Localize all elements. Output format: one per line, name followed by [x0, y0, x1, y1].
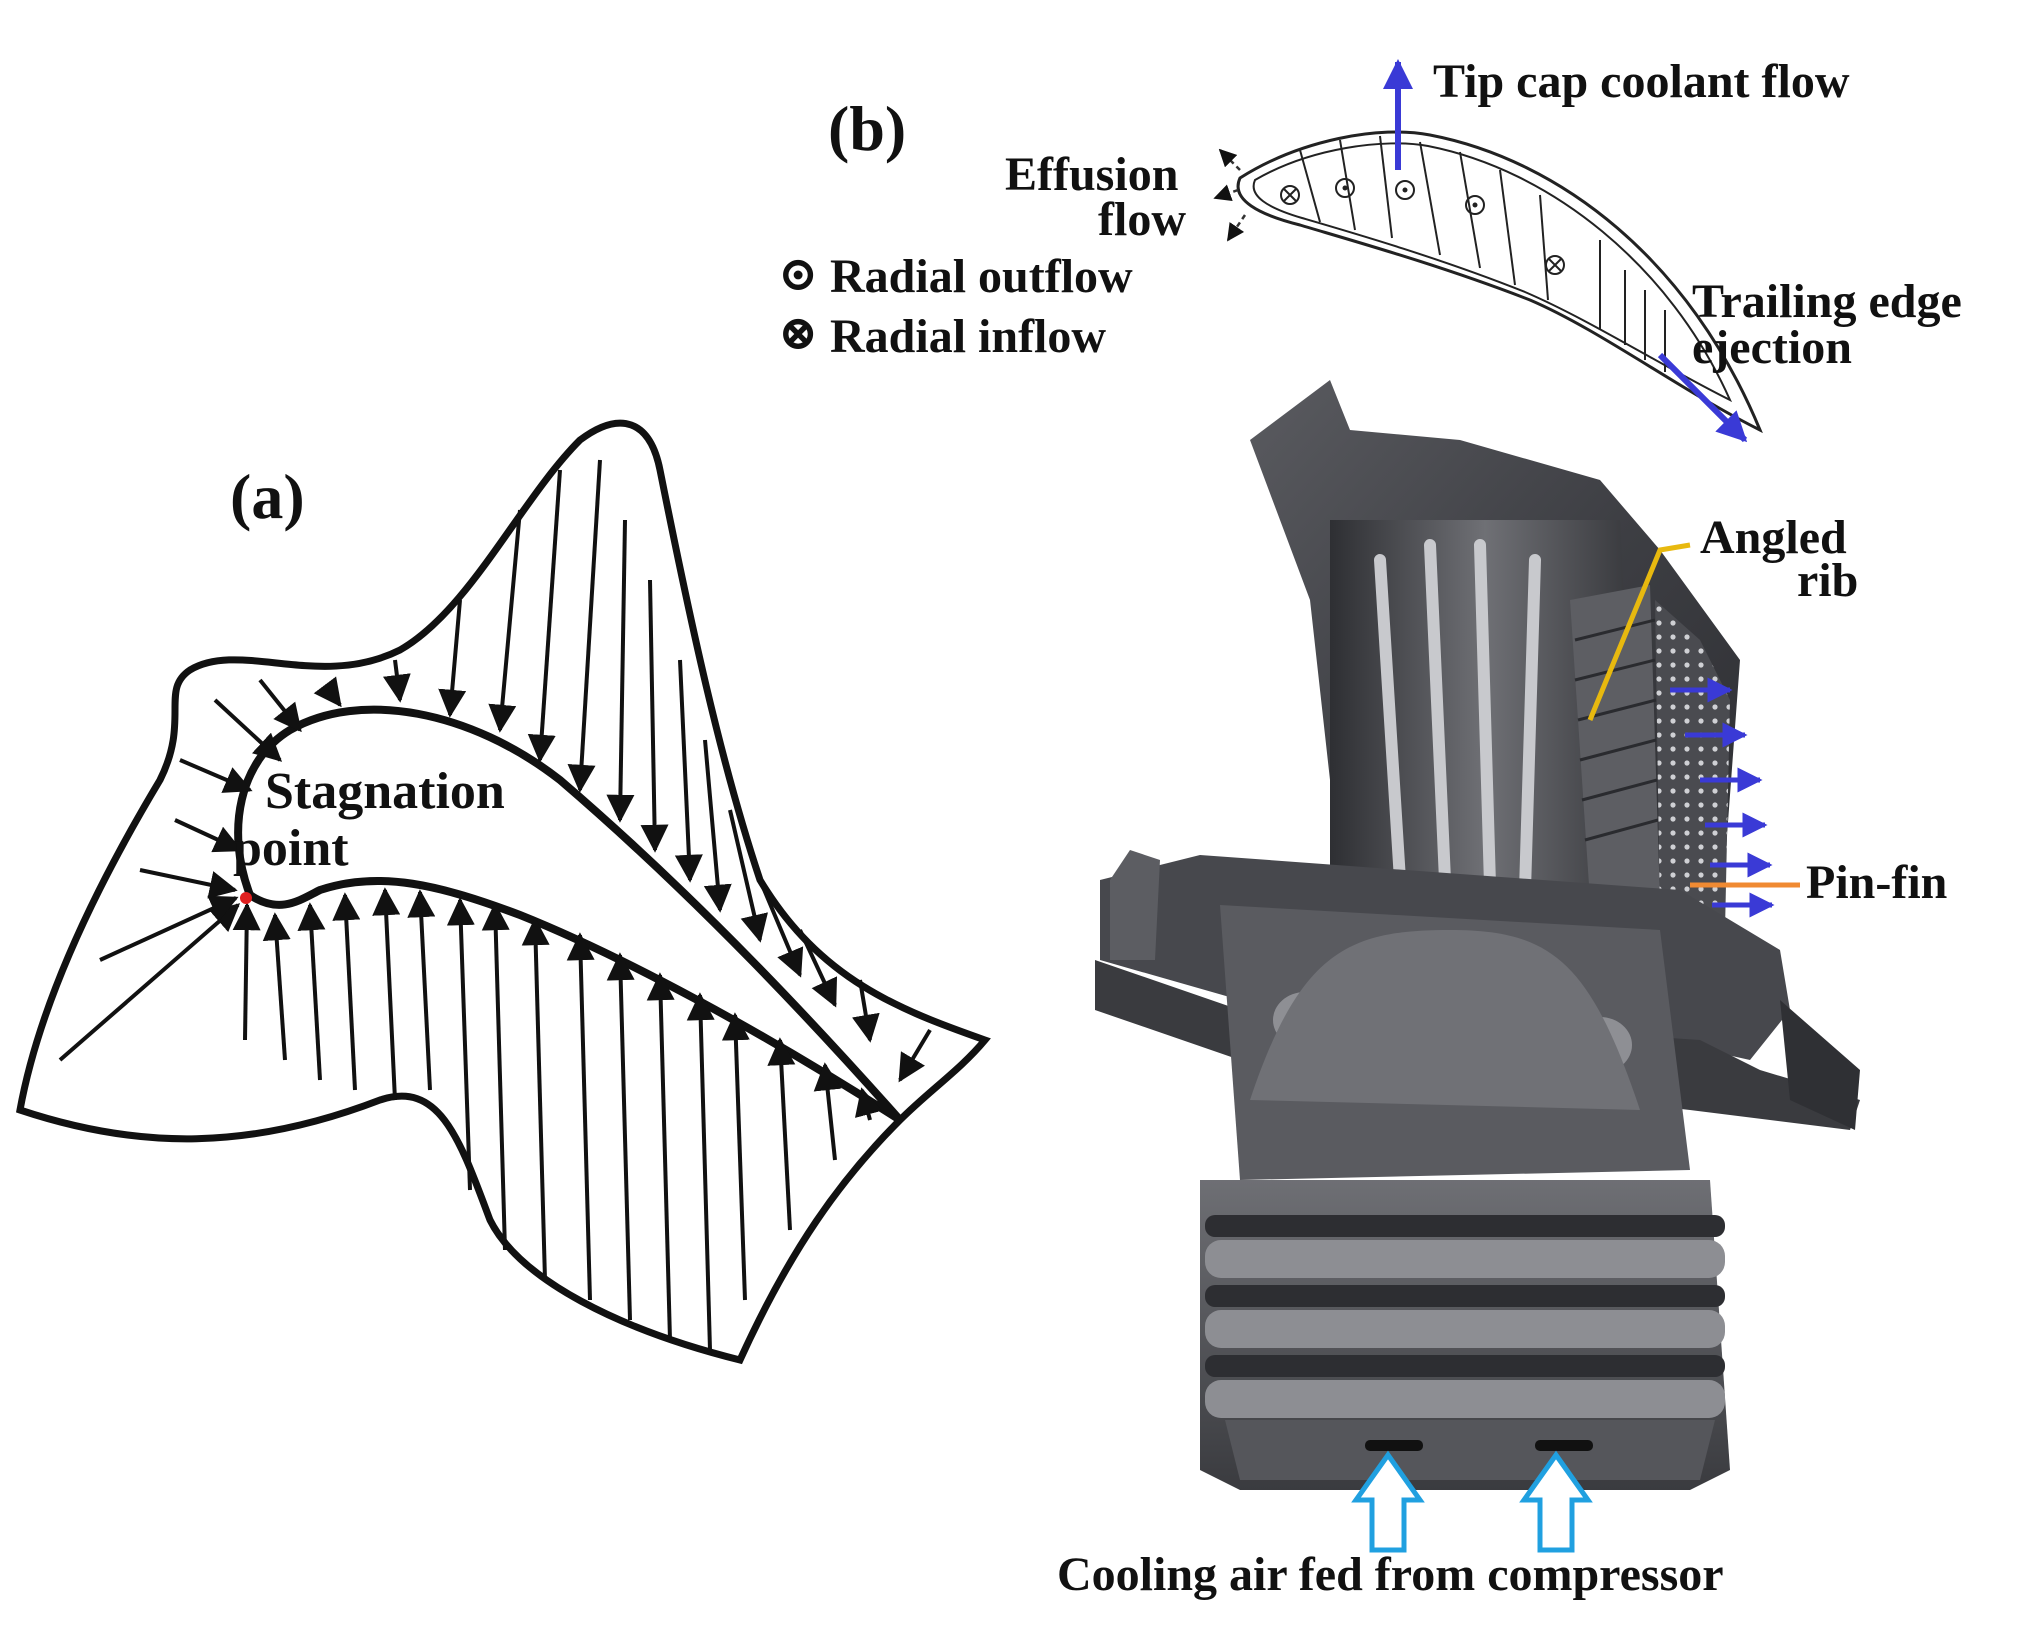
- pressure-arrow: [527, 469, 562, 763]
- airfoil-cross-section: [1236, 130, 1763, 434]
- pressure-arrow: [262, 912, 291, 1061]
- pressure-arrow: [674, 659, 703, 883]
- pressure-arrow: [728, 809, 768, 943]
- pressure-arrow: [703, 739, 732, 913]
- pressure-arrow: [258, 678, 302, 733]
- pressure-arrow: [481, 902, 510, 1251]
- trailing-edge-label-line2: ejection: [1692, 321, 1852, 374]
- pressure-arrow: [898, 1028, 932, 1083]
- effusion-arrows: [1213, 148, 1247, 242]
- pressure-arrow: [438, 599, 467, 718]
- trailing-edge-arrow: [1657, 352, 1748, 443]
- pin-fin-label: Pin-fin: [1806, 856, 1947, 909]
- effusion-label-line1: Effusion: [1005, 148, 1178, 201]
- pressure-arrow: [758, 879, 804, 978]
- pressure-arrow: [382, 659, 411, 703]
- stagnation-dot: [240, 892, 252, 904]
- panel-a-label: (a): [230, 461, 305, 532]
- legend-inflow-symbol: ⊗: [778, 307, 818, 360]
- stagnation-label-line1: Stagnation: [265, 763, 505, 820]
- pressure-arrow: [179, 758, 253, 793]
- pressure-arrow: [372, 887, 401, 1101]
- pressure-arrow: [767, 1037, 796, 1231]
- pressure-arrow: [297, 902, 326, 1081]
- cooling-inlet-arrows: [1351, 1450, 1593, 1553]
- legend-inflow-label: Radial inflow: [830, 310, 1106, 363]
- pressure-arrow: [606, 519, 635, 823]
- pressure-arrow: [606, 952, 635, 1321]
- pressure-arrow: [640, 579, 669, 853]
- legend-outflow-symbol: ⊙: [778, 248, 818, 301]
- panel-b-blade: (b): [778, 55, 1962, 1601]
- pressure-arrow: [854, 1087, 883, 1121]
- panel-b-label: (b): [828, 93, 906, 164]
- angled-rib-leader: [1587, 542, 1691, 721]
- pressure-arrow: [213, 698, 283, 762]
- pressure-arrow: [798, 929, 838, 1008]
- panel-a-pressure-diagram: (a) Stagnation point: [16, 419, 991, 1365]
- pressure-arrow: [686, 992, 715, 1351]
- tip-cap-label: Tip cap coolant flow: [1433, 55, 1850, 108]
- pressure-arrow: [566, 932, 595, 1301]
- pressure-arrows: [58, 459, 932, 1351]
- angled-rib-label-line2: rib: [1797, 554, 1858, 607]
- pressure-arrow: [407, 889, 436, 1091]
- pressure-arrow: [174, 818, 243, 853]
- pressure-arrow: [232, 902, 261, 1041]
- cooling-air-label: Cooling air fed from compressor: [1057, 1548, 1724, 1601]
- angled-rib-label-line1: Angled: [1700, 511, 1847, 564]
- stagnation-label-line2: point: [233, 820, 349, 877]
- pin-fin-flow-arrows: [1670, 677, 1775, 918]
- pressure-arrow: [521, 917, 550, 1281]
- pressure-arrow: [446, 897, 475, 1191]
- pressure-arrow: [99, 895, 239, 962]
- legend-outflow-label: Radial outflow: [830, 250, 1133, 303]
- pressure-arrow: [813, 1062, 842, 1161]
- pressure-arrow: [332, 892, 361, 1091]
- pressure-arrow: [313, 676, 342, 708]
- pressure-arrow: [139, 868, 238, 899]
- pressure-arrow: [852, 979, 880, 1043]
- trailing-edge-label-line1: Trailing edge: [1692, 275, 1962, 328]
- pressure-arrow: [721, 1012, 750, 1301]
- pressure-arrow: [58, 903, 241, 1062]
- pressure-arrow: [488, 509, 522, 733]
- pressure-arrow: [646, 972, 675, 1341]
- pressure-arrow: [567, 459, 602, 793]
- effusion-label-line2: flow: [1098, 193, 1186, 246]
